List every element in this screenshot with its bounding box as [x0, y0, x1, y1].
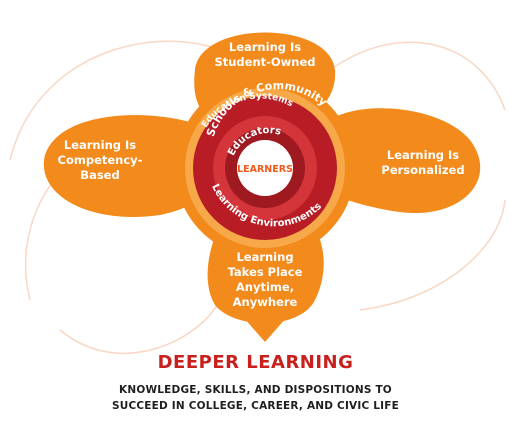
rings [185, 88, 345, 248]
petal-right-text: Learning Is Personalized [368, 148, 478, 178]
petal-bottom-line-2: Takes Place [227, 265, 303, 279]
petal-bottom-text: Learning Takes Place Anytime, Anywhere [205, 250, 325, 310]
learners-circle [237, 140, 293, 196]
petal-left-line-1: Learning Is [63, 138, 137, 152]
petal-right-line-1: Learning Is [386, 148, 460, 162]
petal-right-line-2: Personalized [381, 163, 465, 177]
petal-left-text: Learning Is Competency- Based [45, 138, 155, 183]
subtitle-line-1: KNOWLEDGE, SKILLS, AND DISPOSITIONS TO [119, 384, 392, 396]
deeper-learning-subtitle: KNOWLEDGE, SKILLS, AND DISPOSITIONS TO S… [0, 382, 511, 414]
petal-bottom-line-3: Anytime, [235, 280, 295, 294]
petal-bottom-line-1: Learning [236, 250, 294, 264]
petal-left-line-3: Based [80, 168, 120, 182]
petal-left-line-2: Competency- [57, 153, 143, 167]
petal-bottom-line-4: Anywhere [232, 295, 298, 309]
petal-arrow [244, 318, 286, 342]
petal-left [43, 115, 210, 217]
petal-right [330, 108, 481, 214]
petal-top-line-1: Learning Is [228, 40, 302, 54]
subtitle-line-2: SUCCEED IN COLLEGE, CAREER, AND CIVIC LI… [111, 400, 399, 412]
petal-top-text: Learning Is Student-Owned [190, 40, 340, 70]
deeper-learning-title: DEEPER LEARNING [157, 352, 354, 373]
petal-top-line-2: Student-Owned [214, 55, 316, 69]
learners-label: LEARNERS [237, 164, 293, 175]
